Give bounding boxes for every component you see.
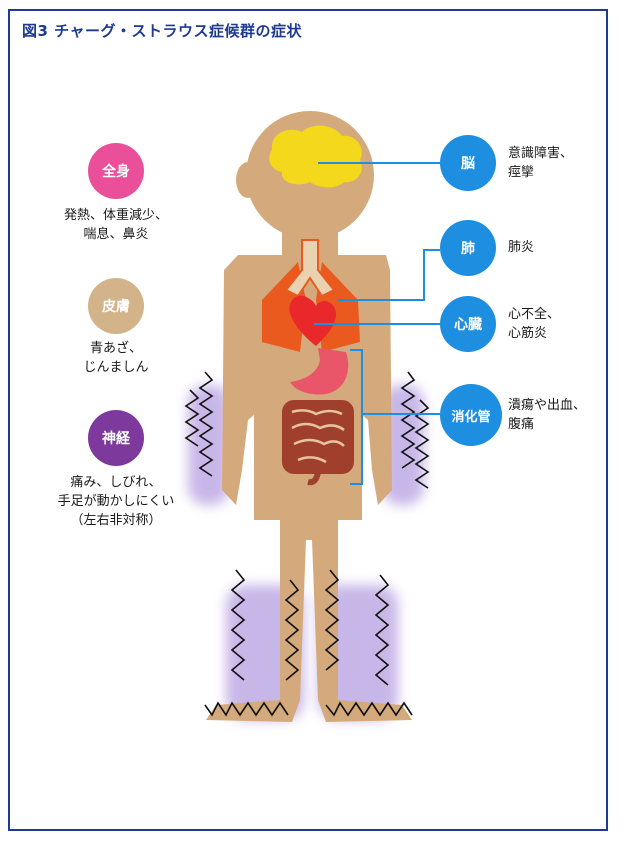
brain-label: 脳 — [461, 156, 475, 172]
lung-symptoms: 肺炎 — [508, 238, 534, 257]
symptom-line: 腹痛 — [508, 417, 535, 432]
symptom-line: （左右非対称） — [70, 513, 162, 528]
symptom-line: 心不全、 — [508, 307, 561, 322]
heart-circle: 心臓 — [440, 296, 496, 352]
brain — [269, 125, 362, 188]
brain-circle: 脳 — [440, 135, 496, 191]
symptom-line: 手足が動かしにくい — [57, 494, 175, 509]
nerve-label: 神経 — [102, 431, 130, 447]
symptom-line: じんましん — [83, 360, 149, 375]
trachea — [284, 239, 336, 298]
intestines — [282, 400, 354, 486]
digestive-symptoms: 潰瘍や出血、 腹痛 — [508, 396, 586, 434]
symptom-line: 意識障害、 — [508, 146, 574, 161]
symptom-line: 喘息、鼻炎 — [83, 227, 149, 242]
symptom-line: 心筋炎 — [508, 326, 548, 341]
heart-label: 心臓 — [454, 317, 482, 333]
heart-symptoms: 心不全、 心筋炎 — [508, 305, 560, 343]
skin-circle: 皮膚 — [88, 278, 144, 334]
symptom-line: 痛み、しびれ、 — [70, 475, 162, 490]
whole-body-symptoms: 発熱、体重減少、 喘息、鼻炎 — [48, 206, 184, 244]
symptom-line: 青あざ、 — [89, 341, 142, 356]
heart — [289, 295, 336, 346]
whole-body-circle: 全身 — [88, 143, 144, 199]
lung-circle: 肺 — [440, 220, 496, 276]
symptom-line: 痙攣 — [508, 165, 535, 180]
nerve-symptoms: 痛み、しびれ、 手足が動かしにくい （左右非対称） — [36, 473, 196, 530]
lung-label: 肺 — [461, 241, 475, 257]
symptom-line: 肺炎 — [508, 240, 535, 255]
brain-symptoms: 意識障害、 痙攣 — [508, 144, 573, 182]
symptom-line: 潰瘍や出血、 — [508, 398, 587, 413]
stomach — [290, 348, 349, 395]
whole-body-label: 全身 — [102, 164, 130, 180]
figure-title: 図3 チャーグ・ストラウス症候群の症状 — [22, 22, 303, 40]
digestive-label: 消化管 — [451, 409, 491, 425]
digestive-circle: 消化管 — [440, 384, 502, 446]
nerve-circle: 神経 — [88, 410, 144, 466]
symptom-line: 発熱、体重減少、 — [63, 208, 168, 223]
skin-label: 皮膚 — [102, 299, 130, 315]
skin-symptoms: 青あざ、 じんましん — [48, 339, 184, 377]
